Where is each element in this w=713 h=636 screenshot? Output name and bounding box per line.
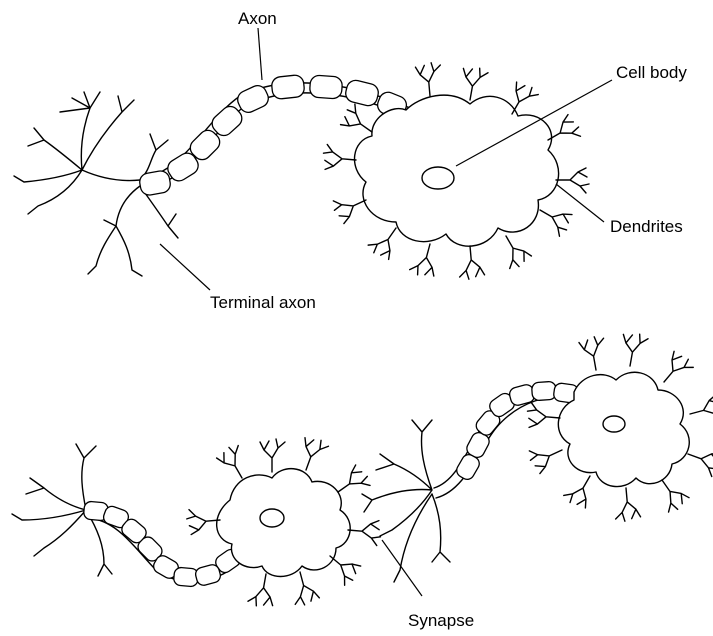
label-dendrites: Dendrites <box>610 217 683 236</box>
top-neuron <box>14 28 612 290</box>
bottom-right-terminal-branches <box>362 420 450 582</box>
bottom-left-neuron <box>12 435 382 609</box>
terminal-axon-leader <box>160 244 210 290</box>
label-axon: Axon <box>238 9 277 28</box>
label-terminal-axon: Terminal axon <box>210 293 316 312</box>
label-synapse: Synapse <box>408 611 474 630</box>
bottom-right-neuron <box>362 331 713 596</box>
bottom-right-cell-body <box>558 372 689 486</box>
bottom-left-cell-body <box>217 469 351 577</box>
label-cell-body: Cell body <box>616 63 687 82</box>
axon-leader <box>258 28 262 80</box>
top-cell-body <box>355 95 559 246</box>
dendrites-leader <box>556 184 604 222</box>
synapse-leader <box>382 540 422 596</box>
bottom-right-axon <box>434 381 579 498</box>
